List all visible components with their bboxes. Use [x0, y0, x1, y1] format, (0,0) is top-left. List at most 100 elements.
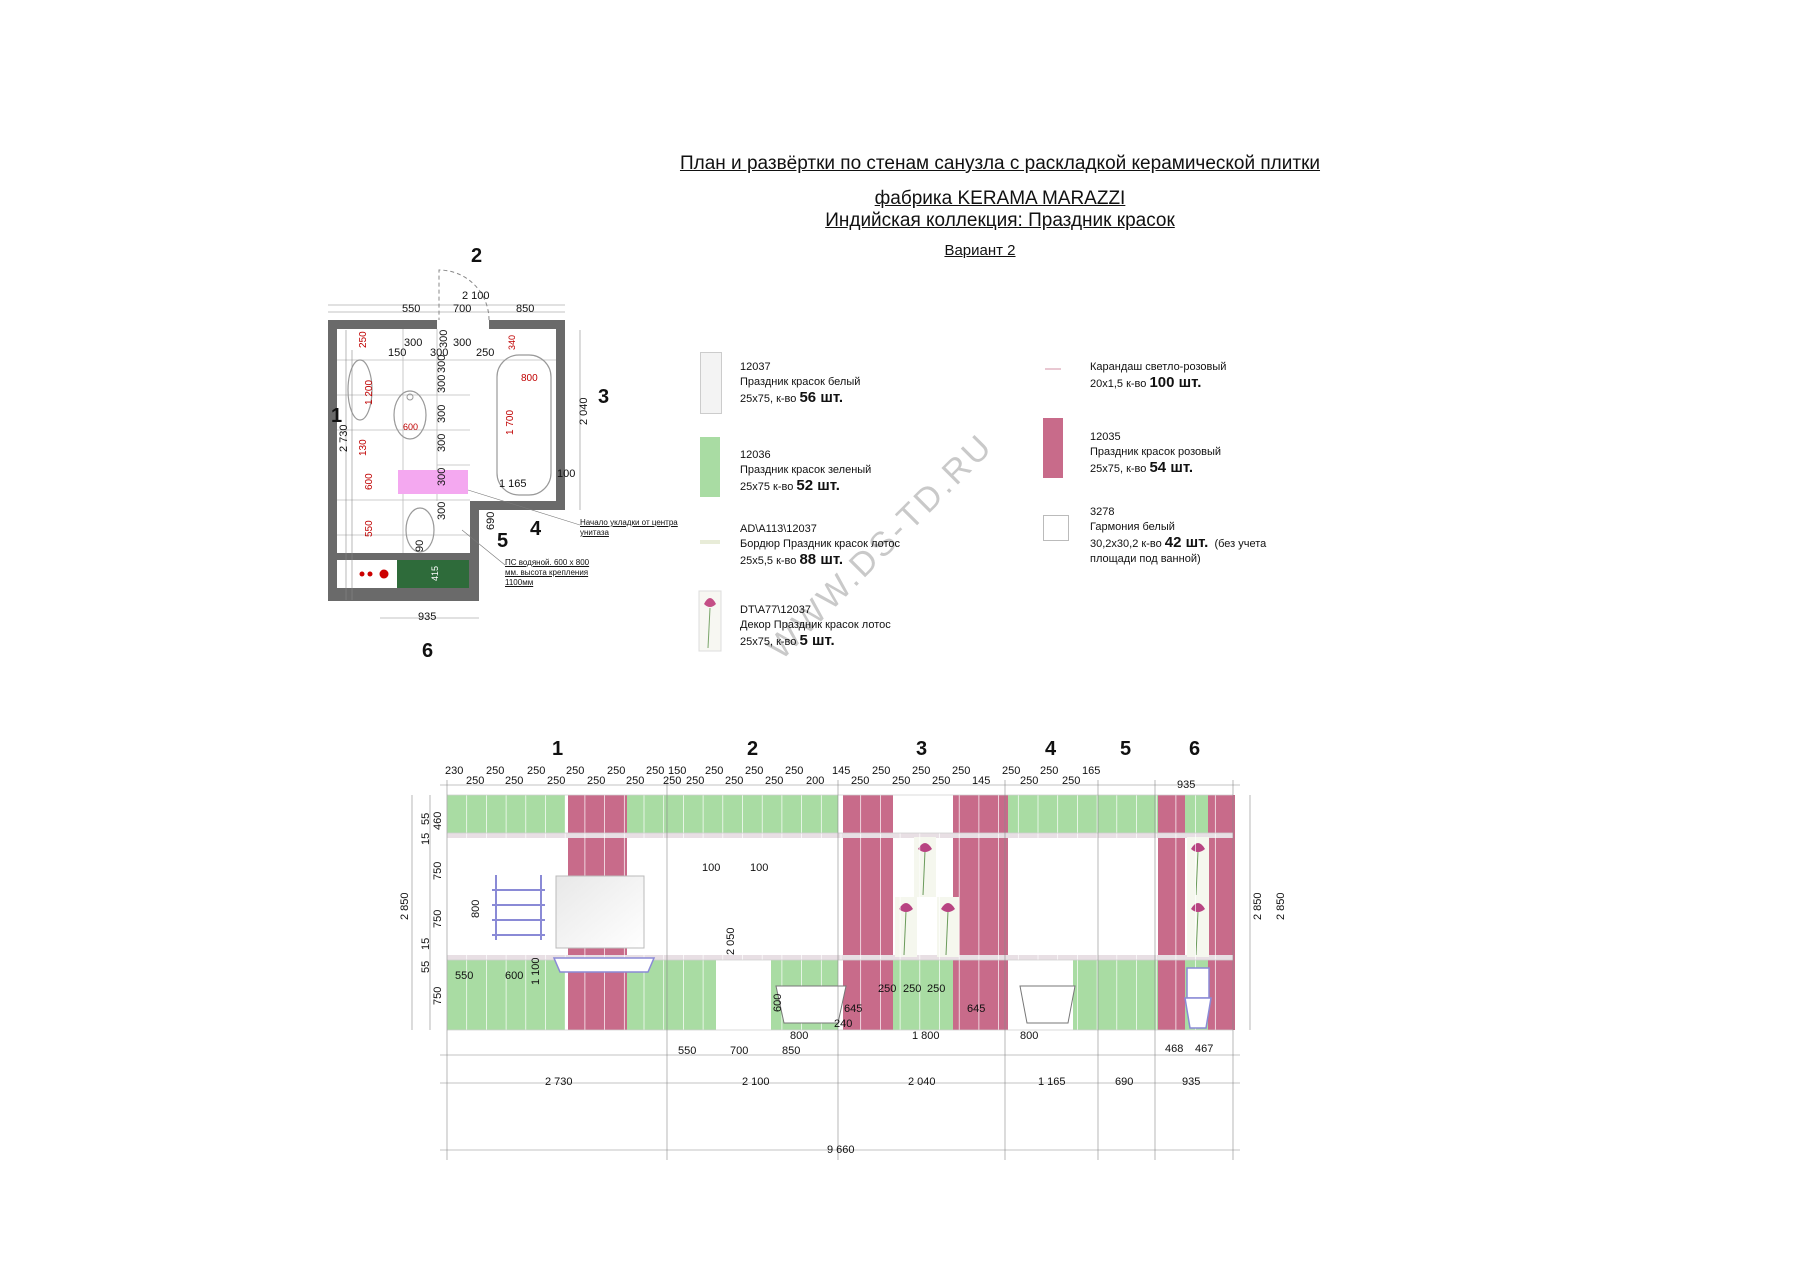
elevation-top-dim: 250 [1002, 765, 1021, 777]
elevation-bottom-total-dim: 2 040 [908, 1076, 936, 1088]
elevation-left-dim: 460 [432, 811, 444, 830]
elevation-top-dim: 250 [686, 775, 705, 787]
lotus-decor-icon [698, 590, 722, 652]
elevation-bottom-dim: 550 [678, 1045, 697, 1057]
elevation-bottom-total-dim: 1 165 [1038, 1076, 1066, 1088]
elevation-top-dim: 250 [851, 775, 870, 787]
plan-dim-top: 700 [453, 303, 472, 315]
plan-note-rail: ПС водяной. 600 х 800 мм. высота креплен… [505, 558, 590, 587]
plan-inner-dim: 250 [476, 347, 495, 359]
elevation-top-dim: 250 [952, 765, 971, 777]
elevation-inner-dim: 250 [878, 983, 897, 995]
elevation-bottom-total-dim: 690 [1115, 1076, 1134, 1088]
elevation-top-dim: 250 [527, 765, 546, 777]
elevation-top-dim: 250 [505, 775, 524, 787]
elevation-top-dim: 165 [1082, 765, 1101, 777]
plan-wall-label-4: 4 [530, 518, 542, 540]
pink-tile-stripe [1208, 795, 1235, 1030]
elevation-top-dim: 250 [912, 765, 931, 777]
elevation-bottom-dim: 468 [1165, 1043, 1184, 1055]
variant-title: Вариант 2 [944, 242, 1016, 259]
border-strip [447, 955, 1233, 960]
elevation-inner-dim: 1 100 [530, 957, 542, 985]
toilet-icon [1184, 967, 1212, 1029]
green-tile-band [627, 795, 838, 833]
elevation-inner-dim: 600 [505, 970, 524, 982]
plan-misc-dim: 100 [557, 468, 576, 480]
elevation-wall-number: 2 [747, 738, 759, 760]
lotus-decor-icon [937, 897, 959, 957]
elevation-bottom-dim: 800 [790, 1030, 809, 1042]
legend-swatch-border [700, 540, 720, 544]
sink-icon [393, 390, 427, 440]
elevation-inner-dim: 100 [750, 862, 769, 874]
elevation-height-dim: 2 850 [399, 892, 411, 920]
plan-inner-dim: 300 [453, 337, 472, 349]
elevation-left-dim: 55 [420, 812, 432, 825]
elevation-height-dim: 2 850 [1275, 892, 1287, 920]
plan-inner-red: 600 [403, 422, 419, 432]
elevation-left-dim: 750 [432, 986, 444, 1005]
collection-title: Индийская коллекция: Праздник красок [825, 210, 1175, 231]
elevation-top-dim: 250 [587, 775, 606, 787]
factory-title: фабрика KERAMA MARAZZI [874, 188, 1126, 209]
legend-swatch-pencil [1045, 368, 1061, 370]
elevation-bottom-total-dim: 935 [1182, 1076, 1201, 1088]
elevation-top-dim: 250 [663, 775, 682, 787]
plan-dim-total-top: 2 100 [462, 290, 490, 302]
bathtub-icon [775, 985, 1076, 1024]
elevation-top-dim: 250 [646, 765, 665, 777]
plan-wall-label-5: 5 [497, 530, 509, 552]
elevation-inner-dim: 250 [903, 983, 922, 995]
elevation-left-dim: 15 [420, 937, 432, 950]
plan-inner-dim: 300 [430, 347, 449, 359]
pink-tile-stripe [1158, 795, 1185, 1030]
elevation-top-dim: 250 [932, 775, 951, 787]
elevation-inner-dim: 645 [844, 1003, 863, 1015]
elevation-left-dim: 750 [432, 909, 444, 928]
green-tile-band [1073, 960, 1155, 1030]
elevation-top-dim: 250 [892, 775, 911, 787]
elevation-left-dim: 750 [432, 861, 444, 880]
elevation-top-dim: 250 [626, 775, 645, 787]
elevation-top-dim: 250 [725, 775, 744, 787]
plan-misc-dim: 1 165 [499, 478, 527, 490]
plan-dim-top: 850 [516, 303, 535, 315]
elevation-top-dim: 250 [785, 765, 804, 777]
elevation-bottom-dim: 467 [1195, 1043, 1214, 1055]
legend-swatch-floor [1043, 515, 1069, 541]
plan-wall-label-2: 2 [471, 245, 483, 267]
elevation-left-dim: 55 [420, 960, 432, 973]
plan-wall-label-6: 6 [422, 640, 434, 662]
niche-fill [398, 470, 468, 494]
elevation-top-dim: 250 [607, 765, 626, 777]
legend-swatch-pink [1043, 418, 1063, 478]
green-tile-band [1005, 795, 1155, 833]
lotus-decor-icon [914, 837, 936, 897]
plan-note-start: Начало укладки от центра унитаза [580, 518, 678, 537]
elevation-wall-number: 3 [916, 738, 928, 760]
elevation-top-dim: 250 [705, 765, 724, 777]
elevation-bottom-total-dim: 2 100 [742, 1076, 770, 1088]
legend-swatch-white [700, 352, 722, 414]
elevation-top-dim: 935 [1177, 779, 1196, 791]
lotus-decor-icon [1187, 837, 1209, 897]
elevation-inner-dim: 2 050 [725, 927, 737, 955]
elevation-top-dim: 250 [1040, 765, 1059, 777]
elevation-inner-dim: 600 [772, 993, 784, 1012]
elevation-bottom-dim: 850 [782, 1045, 801, 1057]
doorway-opening [723, 862, 771, 1030]
plan-inner-dim: 150 [388, 347, 407, 359]
plan-dim-bottom: 935 [418, 611, 437, 623]
border-strip [447, 833, 1233, 838]
legend-item-pencil: Карандаш светло-розовый 20х1,5 к-во 100 … [1090, 361, 1227, 391]
pink-tile-stripe [953, 795, 1008, 1030]
elevation-inner-dim: 100 [702, 862, 721, 874]
elevation-fixtures [492, 875, 1212, 1029]
